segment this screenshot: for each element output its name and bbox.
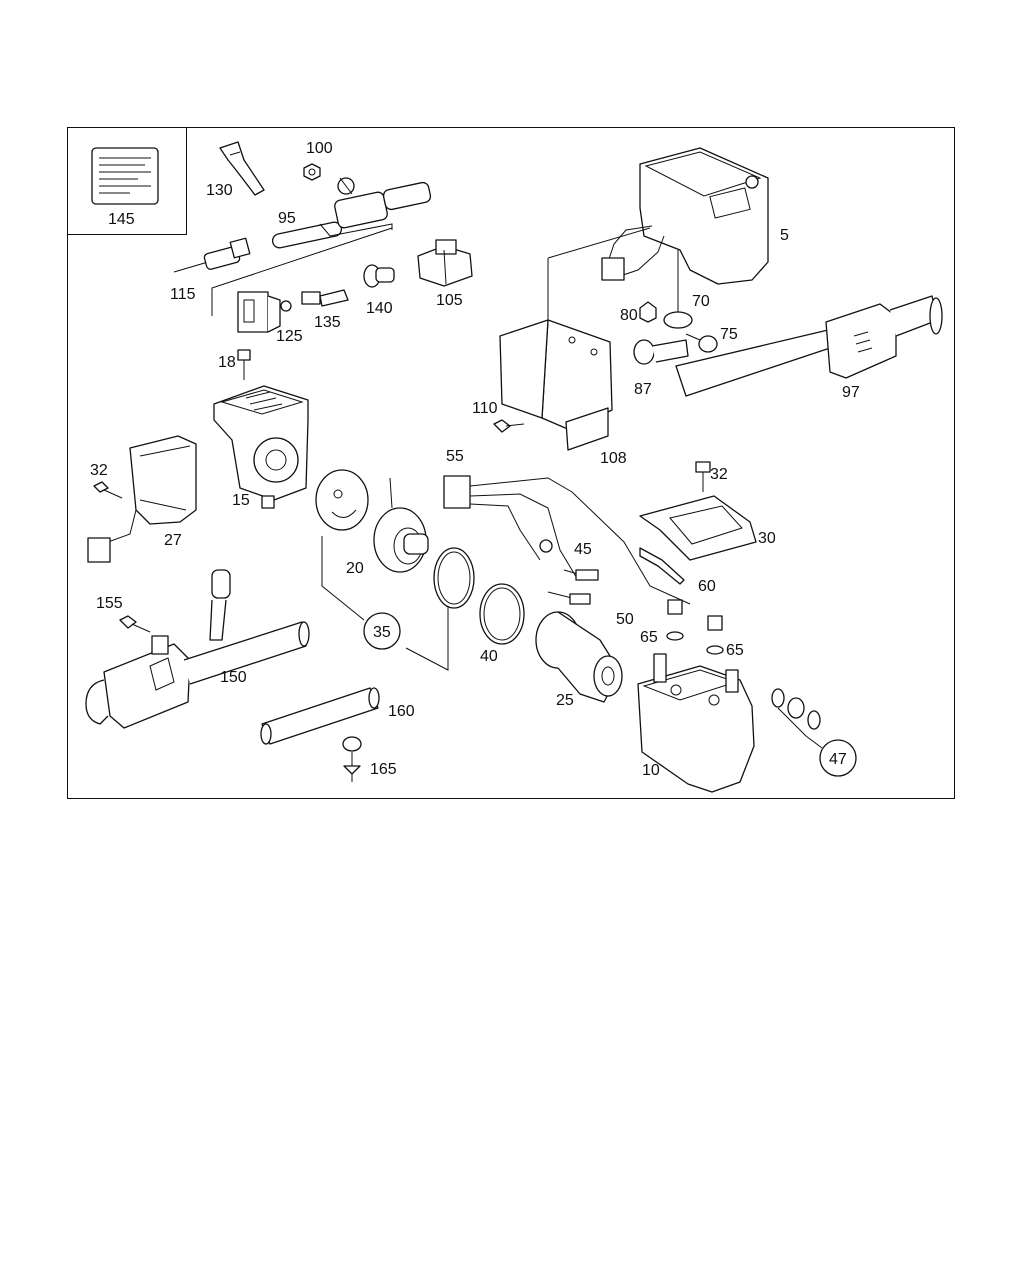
housing-part-15	[213, 385, 309, 509]
connector-part-125	[237, 291, 292, 333]
reference-circle-35	[363, 612, 401, 650]
callout-160: 160	[388, 703, 415, 720]
sensor-part-50	[547, 591, 591, 605]
callout-65-right: 65	[726, 642, 744, 659]
callout-35: 35	[373, 624, 391, 641]
diagram-frame	[67, 127, 955, 799]
bracket-plate-part-108	[499, 227, 651, 451]
bolt-part-32-left	[93, 481, 123, 499]
reference-circle-47	[819, 739, 857, 777]
heater-unit-part-5	[601, 147, 769, 285]
grommet-part-140	[363, 264, 395, 288]
callout-115: 115	[170, 286, 196, 303]
callout-70: 70	[692, 293, 710, 310]
callout-5: 5	[780, 227, 789, 244]
bolt-part-75	[685, 333, 718, 353]
callout-20: 20	[346, 560, 364, 577]
callout-27: 27	[164, 532, 182, 549]
bracket-part-130	[219, 141, 265, 196]
callout-55: 55	[446, 448, 464, 465]
document-icon	[91, 147, 159, 205]
callout-32-left: 32	[90, 462, 108, 479]
glow-plug-part-45	[563, 569, 599, 581]
hose-part-160	[260, 687, 380, 745]
callout-40: 40	[480, 648, 498, 665]
seal-ring-part-35	[321, 536, 475, 671]
callout-97: 97	[842, 384, 860, 401]
seal-ring-part-40	[479, 583, 525, 645]
callout-32-right: 32	[710, 466, 728, 483]
callout-100: 100	[306, 140, 333, 157]
documentation-inset-box	[67, 127, 187, 235]
nut-part-80	[639, 301, 657, 323]
burner-disc-part-20	[315, 469, 369, 531]
callout-65-left: 65	[640, 629, 658, 646]
clip-part-135	[301, 289, 349, 307]
wiring-harness-part-55	[443, 475, 691, 605]
clip-part-165	[342, 736, 362, 782]
clamp-part-70	[663, 250, 693, 329]
silencer-part-150	[85, 569, 310, 729]
callout-155: 155	[96, 595, 123, 612]
callout-30: 30	[758, 530, 776, 547]
callout-47: 47	[829, 751, 847, 768]
callout-15: 15	[232, 492, 250, 509]
gasket-part-60	[639, 547, 685, 585]
callout-60: 60	[698, 578, 716, 595]
callout-110: 110	[472, 400, 498, 417]
callout-75: 75	[720, 326, 738, 343]
callout-10: 10	[642, 762, 660, 779]
bolt-part-32-right	[695, 461, 711, 492]
housing-part-10	[637, 653, 755, 793]
callout-108: 108	[600, 450, 627, 467]
callout-165: 165	[370, 761, 397, 778]
callout-45: 45	[574, 541, 592, 558]
screw-part-18	[237, 349, 251, 380]
bolt-part-155	[119, 615, 151, 633]
ring-set-part-47	[771, 688, 823, 749]
cover-part-27	[87, 435, 197, 563]
callout-140: 140	[366, 300, 393, 317]
nut-part-100	[303, 163, 321, 181]
callout-25: 25	[556, 692, 574, 709]
cover-plate-part-30	[639, 495, 757, 561]
callout-145: 145	[108, 211, 135, 228]
heat-exchanger-part-25	[535, 611, 623, 703]
screw-part-65-right	[706, 615, 724, 655]
plug-part-105	[417, 239, 473, 287]
callout-87: 87	[634, 381, 652, 398]
bolt-part-110	[493, 419, 525, 433]
callout-150: 150	[220, 669, 247, 686]
burner-insert-part-20	[373, 477, 429, 573]
callout-105: 105	[436, 292, 463, 309]
callout-130: 130	[206, 182, 233, 199]
callout-95: 95	[278, 210, 296, 227]
screw-part-65-left	[666, 599, 684, 641]
fuel-pump-part-95	[271, 177, 432, 249]
callout-135: 135	[314, 314, 341, 331]
callout-18: 18	[218, 354, 236, 371]
exhaust-pipe-part-97	[675, 295, 943, 397]
hose-clip-part-87	[633, 339, 689, 365]
callout-50: 50	[616, 611, 634, 628]
sensor-part-115	[173, 237, 251, 273]
callout-125: 125	[276, 328, 303, 345]
callout-80: 80	[620, 307, 638, 324]
